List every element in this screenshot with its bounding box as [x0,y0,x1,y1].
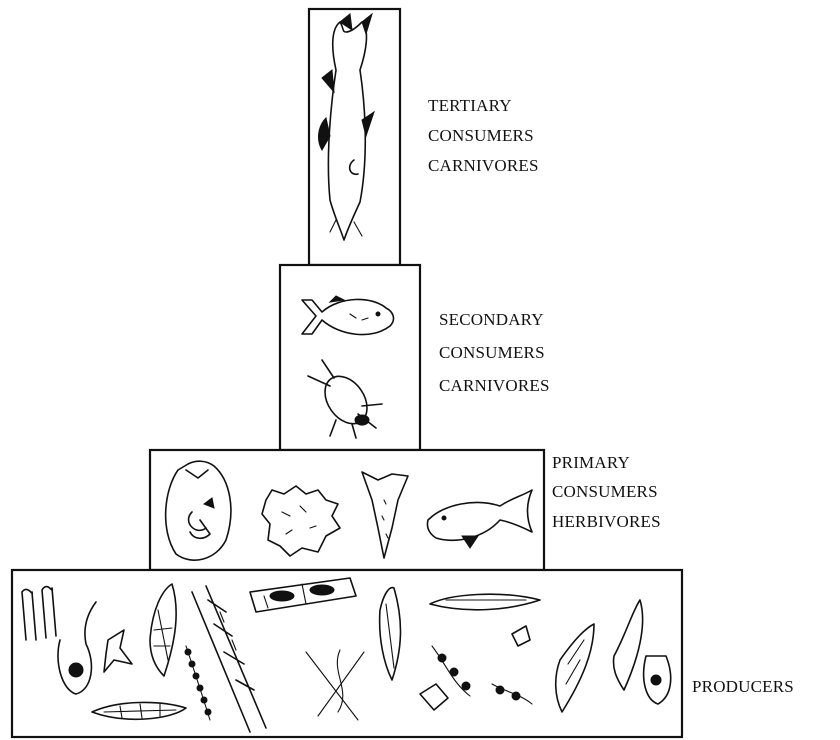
producers-label-line-1: PRODUCERS [692,677,794,696]
secondary-label-line-2: CONSUMERS [439,343,545,362]
secondary-label: SECONDARY CONSUMERS CARNIVORES [439,310,550,395]
tertiary-label-line-1: TERTIARY [428,96,512,115]
primary-label-line-3: HERBIVORES [552,512,661,531]
primary-label: PRIMARY CONSUMERS HERBIVORES [552,453,661,531]
primary-label-line-2: CONSUMERS [552,482,658,501]
tertiary-label: TERTIARY CONSUMERS CARNIVORES [428,96,539,175]
primary-label-line-1: PRIMARY [552,453,630,472]
producers-label: PRODUCERS [692,677,794,696]
secondary-label-line-3: CARNIVORES [439,376,550,395]
tertiary-label-line-2: CONSUMERS [428,126,534,145]
secondary-label-line-1: SECONDARY [439,310,544,329]
secondary-tier-box [280,265,420,450]
tertiary-label-line-3: CARNIVORES [428,156,539,175]
primary-tier-box [150,450,544,570]
